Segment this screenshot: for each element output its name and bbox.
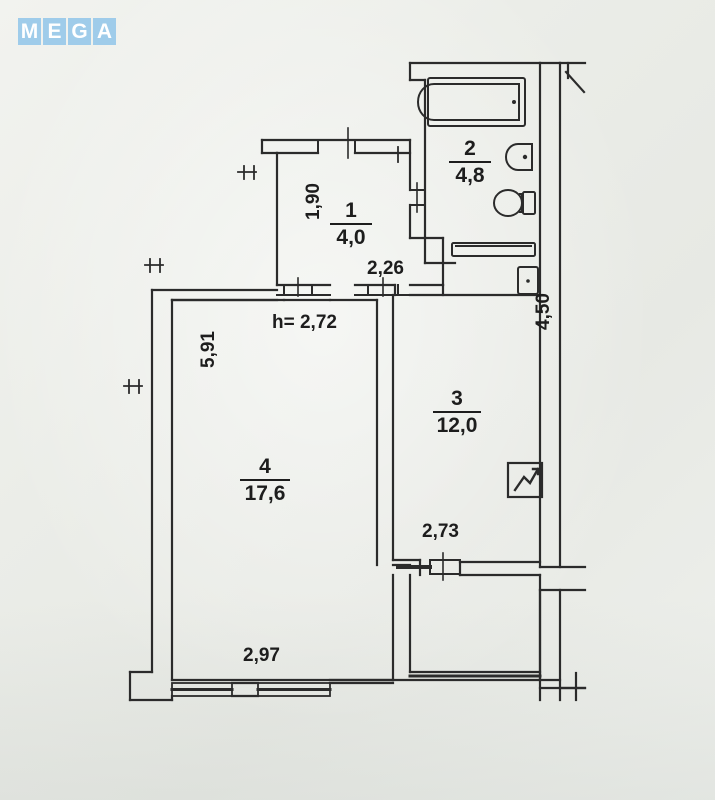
room-2-rule — [449, 161, 491, 163]
room-3-area: 12,0 — [436, 414, 478, 437]
room-2-number: 2 — [464, 137, 476, 160]
room-3-rule — [433, 411, 481, 413]
door-opening-room4 — [276, 277, 331, 297]
washbasin-fixture — [505, 143, 533, 171]
electrical-panel-icon — [506, 461, 544, 499]
dimension-tick-hall-left — [237, 165, 257, 180]
top-right-corner-nib — [558, 61, 587, 80]
dimension-room3-width: 2,73 — [422, 521, 459, 542]
room4-bottom-left-jog — [128, 670, 174, 702]
watermark-letter-e: E — [43, 18, 66, 45]
room-4-rule — [240, 479, 290, 481]
ceiling-height-label: h= 2,72 — [272, 312, 337, 333]
door-opening-room3 — [354, 277, 411, 297]
room-label-1: 1 4,0 — [316, 200, 386, 249]
room-1-rule — [330, 223, 372, 225]
window-room4-left — [170, 682, 234, 697]
room-4-number: 4 — [259, 455, 271, 478]
bathtub-fixture — [417, 77, 526, 127]
watermark-letter-m: M — [18, 18, 41, 45]
right-wall-step — [538, 565, 587, 592]
balcony-door-symbol — [396, 552, 461, 581]
mega-watermark: M E G A — [18, 18, 116, 45]
watermark-letter-a: A — [93, 18, 116, 45]
room-1-area: 4,0 — [336, 226, 366, 249]
room-2-area: 4,8 — [455, 164, 485, 187]
room-label-4: 4 17,6 — [226, 456, 304, 505]
bathroom-lower-wall — [423, 236, 445, 265]
bottom-right-corner-nib — [558, 671, 587, 702]
counter-strip-fixture — [451, 242, 536, 257]
room-1-number: 1 — [345, 199, 357, 222]
dimension-tick-left-mid — [123, 379, 143, 394]
bottom-outer-right — [538, 678, 587, 690]
dimension-room3-length: 4,50 — [533, 293, 554, 330]
toilet-fixture — [493, 189, 536, 217]
dimension-hall-width: 1,90 — [303, 183, 324, 220]
dimension-tick-left-top — [144, 258, 164, 273]
room-label-2: 2 4,8 — [435, 138, 505, 187]
room-3-number: 3 — [451, 387, 463, 410]
entrance-door-opening — [317, 127, 356, 159]
dimension-room4-width: 2,97 — [243, 645, 280, 666]
dimension-room4-length: 5,91 — [198, 331, 219, 368]
small-sink-fixture — [517, 266, 539, 295]
dimension-hall-length: 2,26 — [367, 258, 404, 279]
watermark-letter-g: G — [68, 18, 91, 45]
door-opening-bathroom — [409, 182, 425, 213]
room-4-area: 17,6 — [244, 482, 286, 505]
right-exterior-wall-lower — [538, 588, 562, 702]
window-room4-right — [256, 682, 332, 697]
entry-door-swing-topright — [564, 70, 586, 94]
room-label-3: 3 12,0 — [420, 388, 494, 437]
balcony-walls — [391, 573, 542, 682]
